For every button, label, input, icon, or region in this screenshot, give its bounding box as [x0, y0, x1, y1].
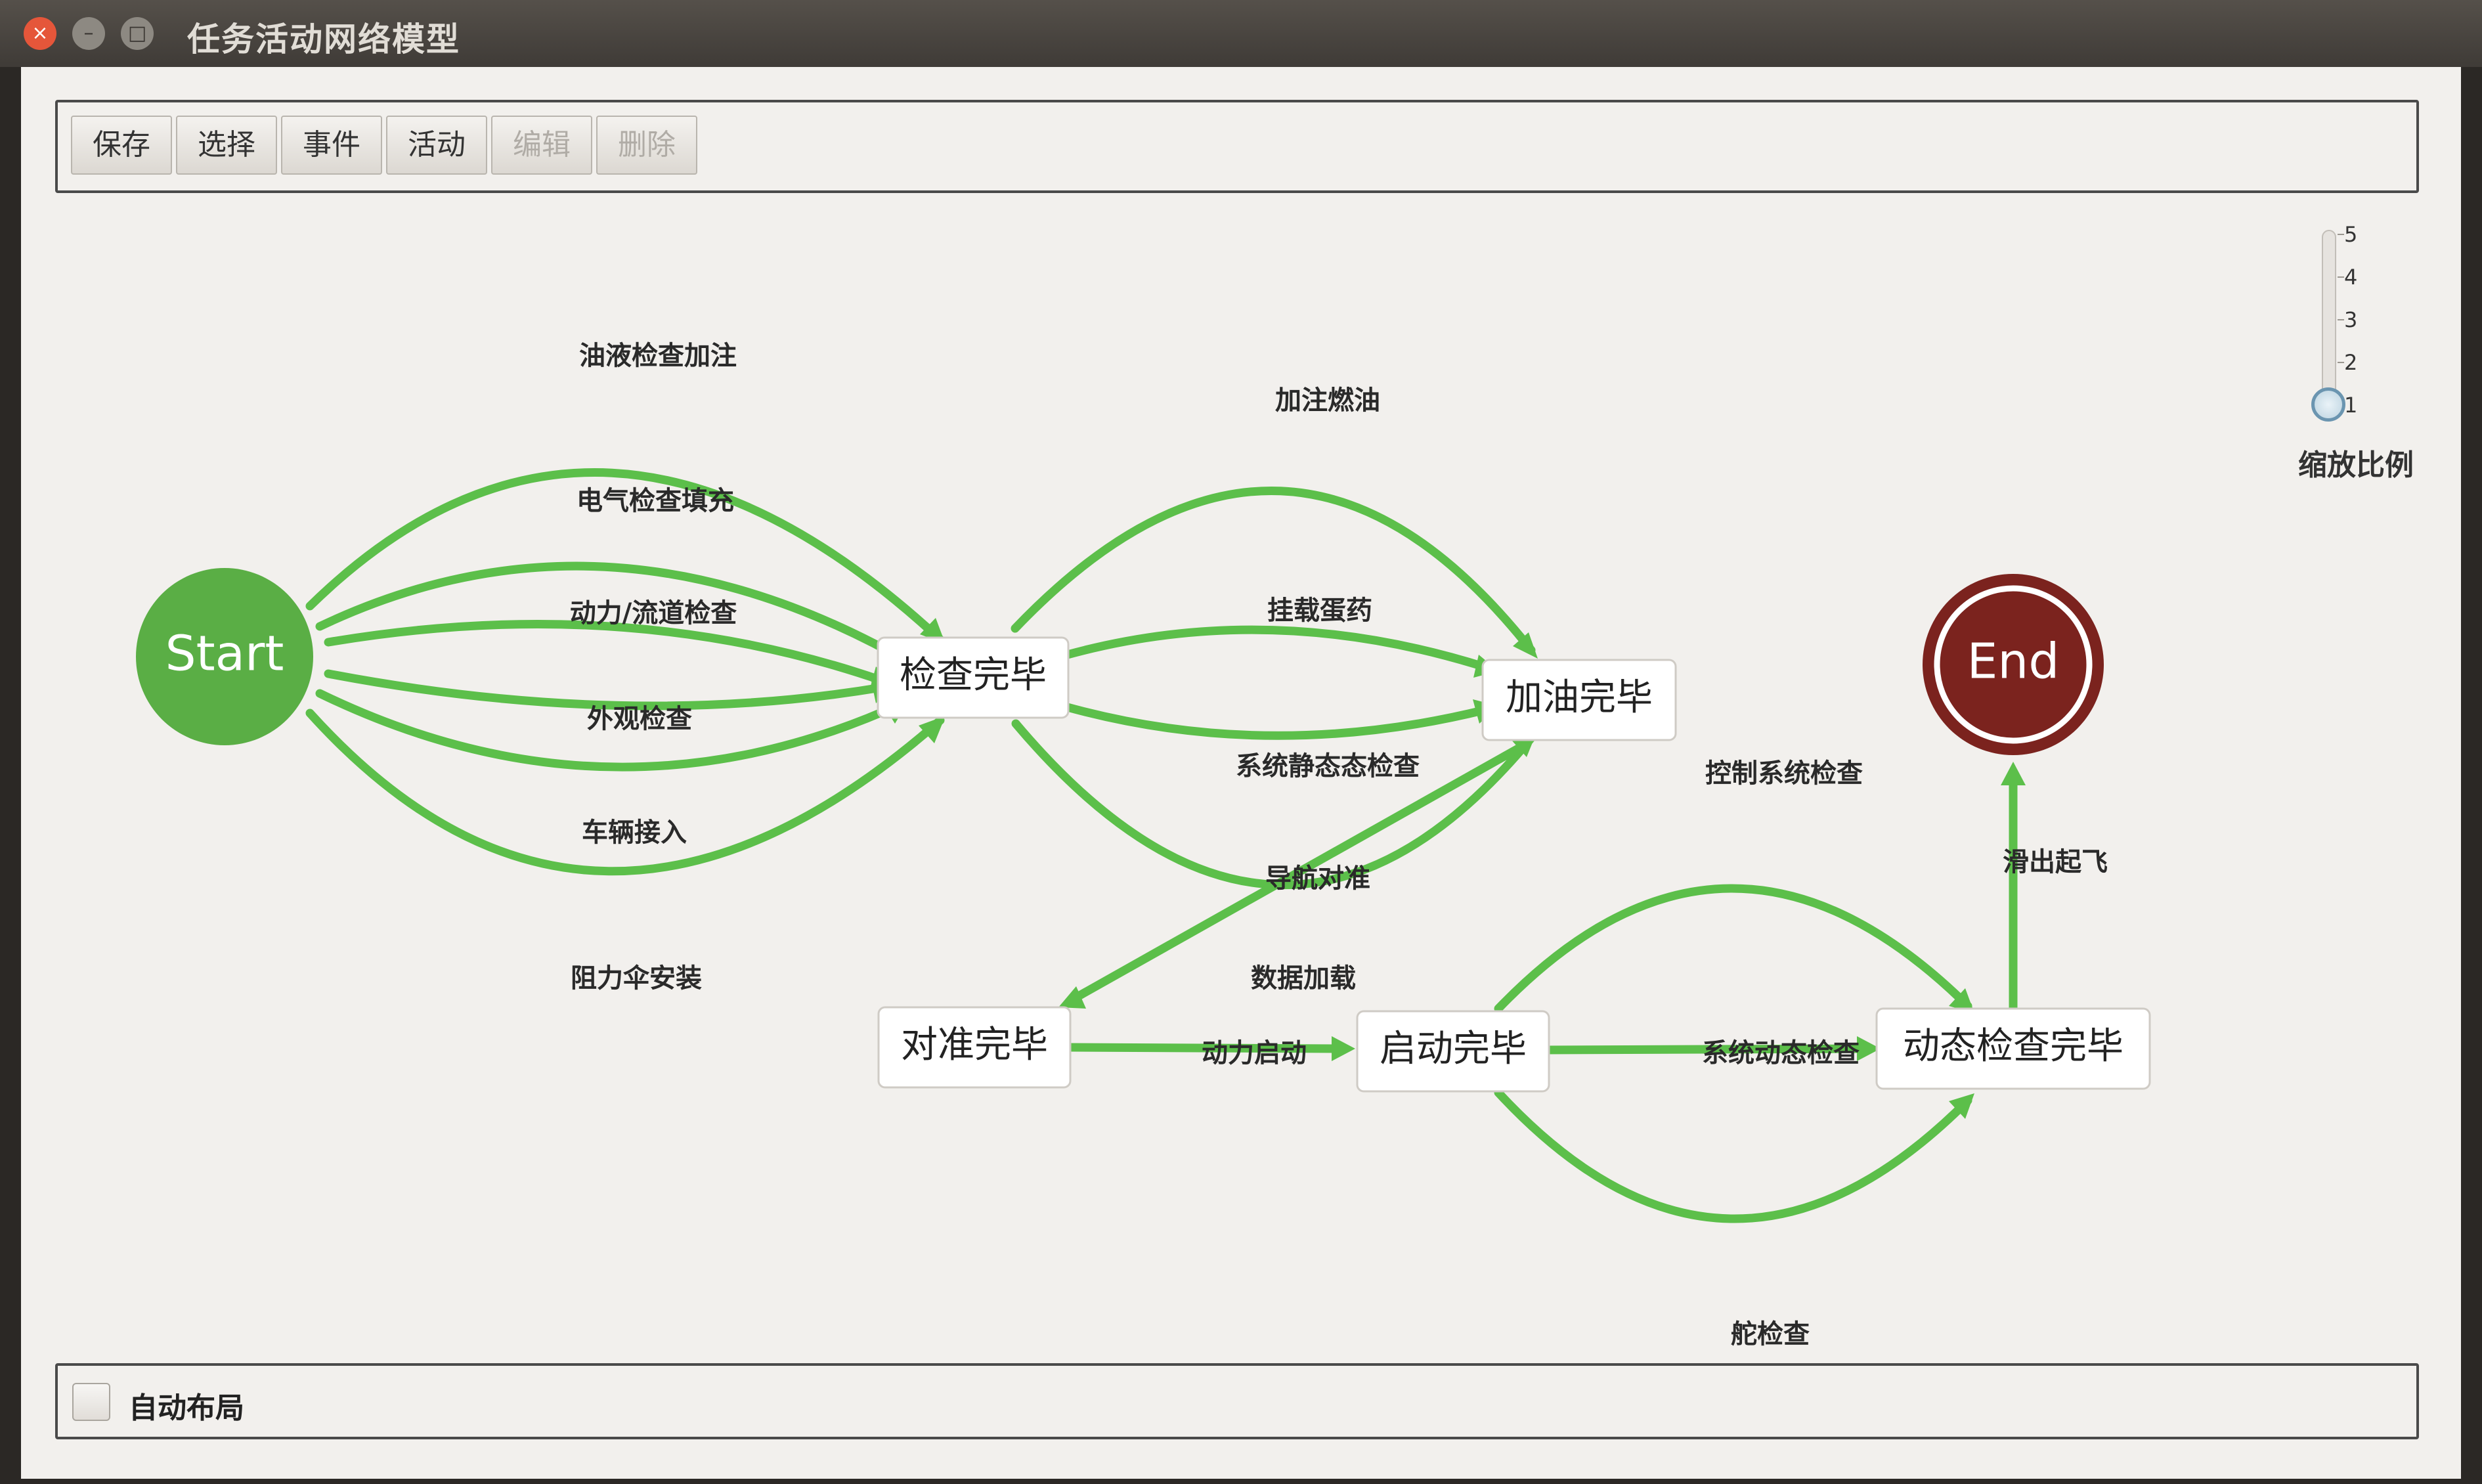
zoom-slider-thumb[interactable]: [2311, 387, 2345, 422]
node-start-label: Start: [165, 626, 284, 682]
arrowhead: [1949, 1093, 1974, 1119]
minimize-window-button[interactable]: –: [72, 17, 105, 50]
footer-frame: 自动布局: [55, 1363, 2419, 1439]
edge-drag-chute[interactable]: [305, 709, 945, 876]
edge-oil-check[interactable]: [305, 468, 945, 644]
node-startup-done-label: 启动完毕: [1380, 1028, 1527, 1070]
edge-label-control-check: 控制系统检查: [1705, 758, 1863, 789]
node-end-label: End: [1967, 634, 2060, 690]
node-align-done-label: 对准完毕: [901, 1024, 1048, 1066]
edge-power-start[interactable]: [1064, 1043, 1345, 1053]
title-bar: × – □ 任务活动网络模型: [0, 0, 2482, 67]
node-refuel-done[interactable]: 加油完毕: [1481, 659, 1677, 741]
node-check-done[interactable]: 检查完毕: [877, 636, 1070, 719]
auto-layout-label: 自动布局: [129, 1391, 244, 1425]
activity-button[interactable]: 活动: [386, 116, 487, 175]
zoom-tick-label: 3: [2344, 307, 2358, 332]
edge-label-refuel: 加注燃油: [1275, 385, 1380, 416]
node-start[interactable]: Start: [136, 568, 313, 745]
zoom-label: 缩放比例: [2298, 448, 2414, 482]
delete-button[interactable]: 删除: [596, 116, 697, 175]
edit-button[interactable]: 编辑: [491, 116, 592, 175]
edge-label-nav-align: 导航对准: [1265, 863, 1370, 894]
zoom-tick-mark: [2338, 319, 2344, 320]
event-button[interactable]: 事件: [281, 116, 382, 175]
edge-label-oil-check: 油液检查加注: [579, 341, 737, 371]
edge-static-check[interactable]: [1060, 702, 1490, 740]
zoom-tick-label: 2: [2344, 350, 2358, 375]
edge-label-static-check: 系统静态态检查: [1236, 751, 1420, 781]
maximize-window-button[interactable]: □: [121, 17, 154, 50]
zoom-tick-label: 4: [2344, 265, 2358, 290]
zoom-tick-mark: [2338, 362, 2344, 363]
arrowhead: [1513, 632, 1538, 659]
edge-label-mount-ammo: 挂载蛋药: [1267, 596, 1372, 626]
edge-nav-align[interactable]: [1011, 719, 1536, 890]
network-canvas[interactable]: 油液检查加注 电气检查填充 动力/流道检查 外观检查 车辆接入 阻力伞安装 加注…: [21, 67, 2461, 1354]
edge-label-rudder-check: 舵检查: [1731, 1319, 1810, 1349]
close-window-button[interactable]: ×: [24, 17, 56, 50]
edge-label-power-start: 动力启动: [1202, 1038, 1307, 1068]
edge-label-power-check: 动力/流道检查: [570, 598, 737, 628]
edge-power-check[interactable]: [324, 620, 886, 685]
zoom-slider-widget: 5 4 3 2 1 缩放比例: [2298, 222, 2456, 482]
node-refuel-done-label: 加油完毕: [1506, 676, 1653, 719]
edge-label-dynamic-check: 系统动态检查: [1702, 1038, 1860, 1068]
edge-label-taxi-takeoff: 滑出起飞: [2003, 847, 2108, 877]
edge-control-check[interactable]: [1494, 884, 1972, 1013]
arrowhead: [1332, 1036, 1355, 1061]
arrowhead: [1058, 986, 1086, 1009]
select-button[interactable]: 选择: [176, 116, 277, 175]
zoom-tick-label: 5: [2344, 222, 2358, 247]
node-startup-done[interactable]: 启动完毕: [1356, 1010, 1550, 1093]
edge-label-exterior-check: 外观检查: [587, 704, 692, 734]
arrowhead: [2001, 762, 2026, 785]
edge-electric-check[interactable]: [315, 561, 925, 674]
edge-rudder-check[interactable]: [1494, 1088, 1972, 1223]
edge-label-data-load: 数据加载: [1251, 963, 1356, 993]
zoom-tick-label: 1: [2344, 393, 2358, 418]
edge-mount-ammo[interactable]: [1060, 625, 1490, 672]
main-panel: 保存 选择 事件 活动 编辑 删除: [21, 67, 2461, 1479]
edge-label-electric-check: 电气检查填充: [577, 486, 734, 516]
arrowhead: [1857, 1036, 1881, 1061]
edge-dynamic-check[interactable]: [1541, 1044, 1871, 1055]
node-align-done[interactable]: 对准完毕: [877, 1006, 1072, 1089]
edge-label-drag-chute: 阻力伞安装: [571, 963, 702, 993]
edge-data-load[interactable]: [1066, 744, 1523, 1005]
edge-refuel[interactable]: [1011, 486, 1536, 655]
auto-layout-checkbox[interactable]: [72, 1383, 110, 1421]
toolbar: 保存 选择 事件 活动 编辑 删除: [71, 116, 697, 175]
node-end[interactable]: End: [1923, 574, 2104, 755]
arrowhead: [1949, 988, 1974, 1013]
zoom-slider-track[interactable]: [2322, 230, 2336, 401]
node-check-done-label: 检查完毕: [900, 654, 1047, 697]
edge-vehicle-connect[interactable]: [315, 689, 905, 772]
zoom-tick-mark: [2338, 276, 2344, 278]
toolbar-frame: 保存 选择 事件 活动 编辑 删除: [55, 100, 2419, 193]
zoom-tick-mark: [2338, 234, 2344, 235]
arrowhead: [919, 716, 946, 743]
edge-label-vehicle-connect: 车辆接入: [582, 818, 687, 848]
node-dyncheck-done-label: 动态检查完毕: [1903, 1025, 2123, 1068]
edge-exterior-check[interactable]: [324, 669, 886, 710]
window-title: 任务活动网络模型: [187, 20, 460, 58]
save-button[interactable]: 保存: [71, 116, 172, 175]
node-dyncheck-done[interactable]: 动态检查完毕: [1875, 1007, 2151, 1090]
